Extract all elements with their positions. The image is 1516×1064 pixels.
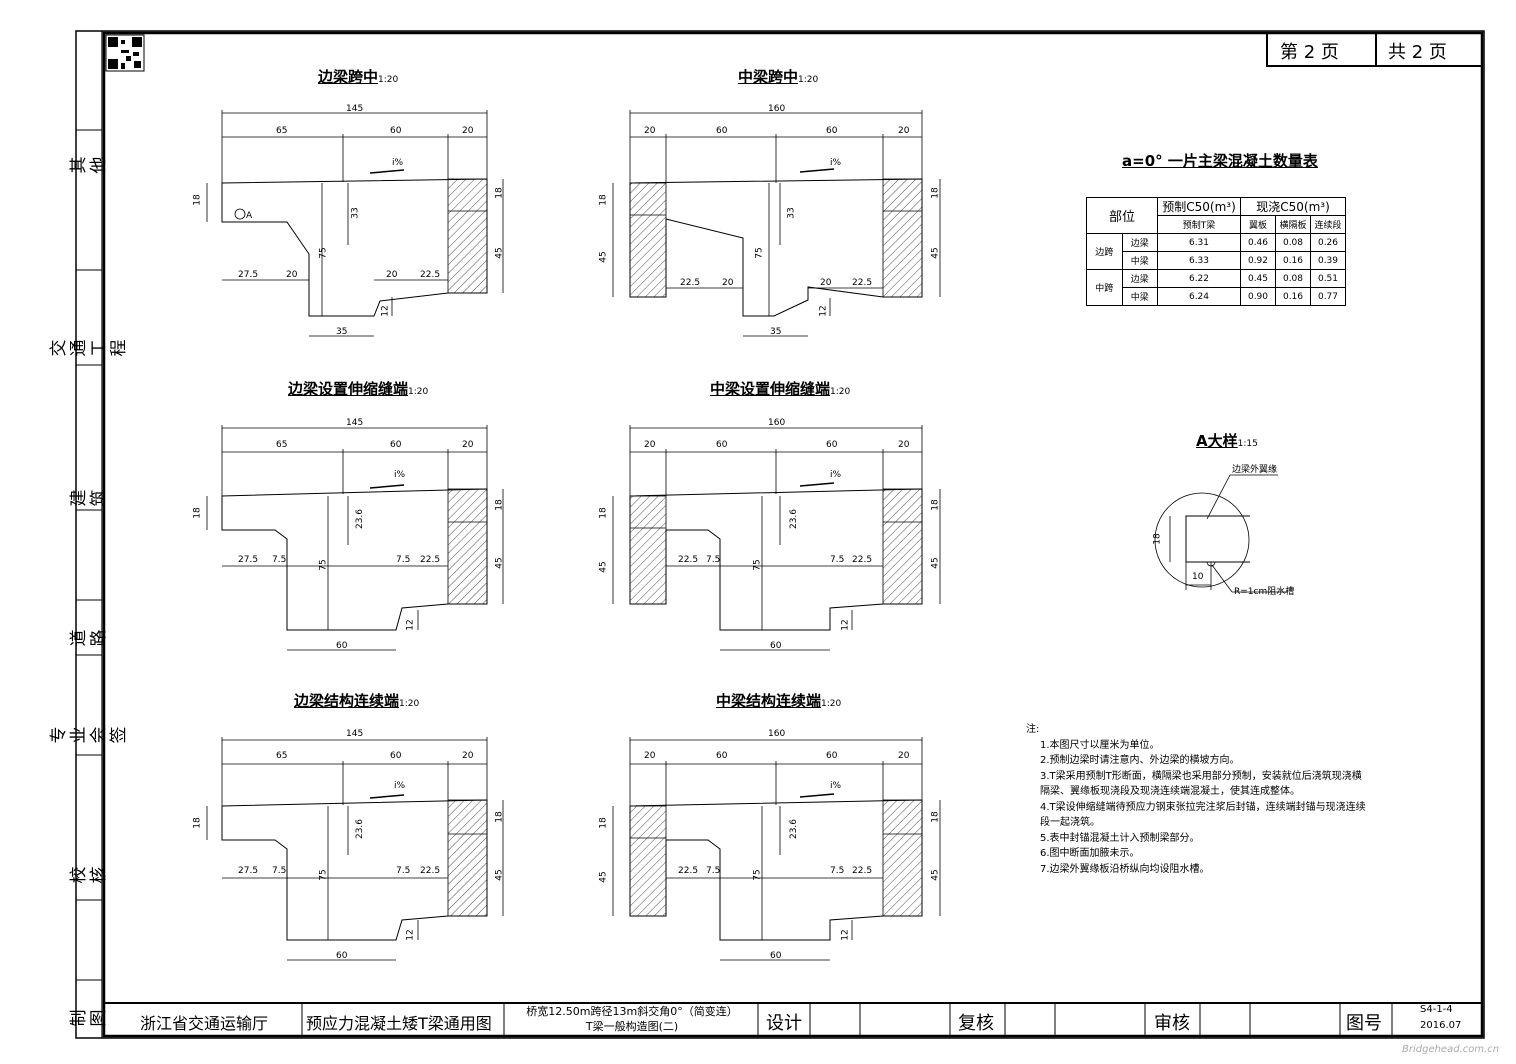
detail-a-drawing (1154, 474, 1288, 593)
table-header-precast: 预制C50(m³) (1157, 197, 1241, 216)
project-name: 预应力混凝土矮T梁通用图 (306, 1014, 492, 1033)
section-title-edge-mid: 边梁跨中1:20 (318, 68, 399, 86)
section-title-edge-exp: 边梁设置伸缩缝端1:20 (288, 380, 429, 398)
table-row: 边跨 边梁 6.31 0.46 0.08 0.26 (1086, 233, 1346, 270)
table-row: 中梁 6.33 0.92 0.16 0.39 (1087, 251, 1346, 270)
mid-cont-drawing (612, 737, 941, 961)
notes-block: 注: 1.本图尺寸以厘米为单位。 2.预制边梁时请注意内、外边梁的横坡方向。 3… (1026, 724, 1366, 875)
section-title-mid-exp: 中梁设置伸缩缝端1:20 (710, 380, 851, 398)
fig-no-label: 图号 (1346, 1013, 1382, 1034)
edge-cont-drawing (206, 737, 504, 961)
edge-exp-drawing (206, 425, 504, 651)
mid-exp-drawing (612, 425, 941, 651)
fig-no: S4-1-4 (1420, 1004, 1453, 1015)
detail-a-title: A大样1:15 (1196, 432, 1258, 450)
page-header-box (1266, 32, 1483, 67)
side-label-signoff: 专业会签 (49, 726, 129, 744)
page-number: 第 2 页 (1280, 42, 1339, 63)
drawing-date: 2016.07 (1420, 1020, 1462, 1031)
table-row: 中跨 边梁 6.22 0.45 0.08 0.51 (1086, 269, 1346, 306)
title-block (104, 1002, 1482, 1036)
mid-mid-drawing (612, 110, 941, 337)
quantity-table: 部位 预制C50(m³) 现浇C50(m³) 预制T梁 翼板 横隔板 连续段 边… (1086, 197, 1346, 306)
approve-label: 审核 (1154, 1013, 1190, 1034)
side-label-architecture: 建筑 (69, 489, 109, 507)
side-label-other: 其他 (69, 156, 109, 174)
outer-frame (75, 30, 1485, 1039)
drawing-name: 桥宽12.50m跨径13m斜交角0°（简变连） T梁一般构造图(二) (526, 1005, 738, 1033)
design-label: 设计 (766, 1013, 802, 1034)
table-header-part: 部位 (1086, 197, 1158, 234)
inner-frame (102, 31, 1484, 1038)
quantity-table-title: a=0° 一片主梁混凝土数量表 (1122, 152, 1318, 170)
section-title-edge-cont: 边梁结构连续端1:20 (294, 692, 420, 710)
review-label: 复核 (958, 1013, 994, 1034)
watermark: Bridgehead.com.cn (1402, 1044, 1500, 1055)
side-label-traffic: 交通工程 (49, 339, 129, 357)
table-row: 中梁 6.24 0.90 0.16 0.77 (1087, 287, 1346, 306)
org-name: 浙江省交通运输厅 (140, 1014, 269, 1033)
detail-groove-label: R=1cm阻水槽 (1234, 587, 1295, 597)
side-label-draw: 制图 (69, 1009, 109, 1027)
table-header-cast: 现浇C50(m³) (1240, 197, 1346, 216)
page-total: 共 2 页 (1388, 42, 1447, 63)
qr-code-icon (105, 34, 145, 72)
section-title-mid-cont: 中梁结构连续端1:20 (716, 692, 842, 710)
side-label-road: 道路 (69, 629, 109, 647)
detail-wing-label: 边梁外翼缘 (1232, 465, 1278, 475)
edge-mid-drawing (206, 110, 504, 337)
section-title-mid-mid: 中梁跨中1:20 (738, 68, 819, 86)
side-label-check: 校核 (69, 866, 109, 884)
